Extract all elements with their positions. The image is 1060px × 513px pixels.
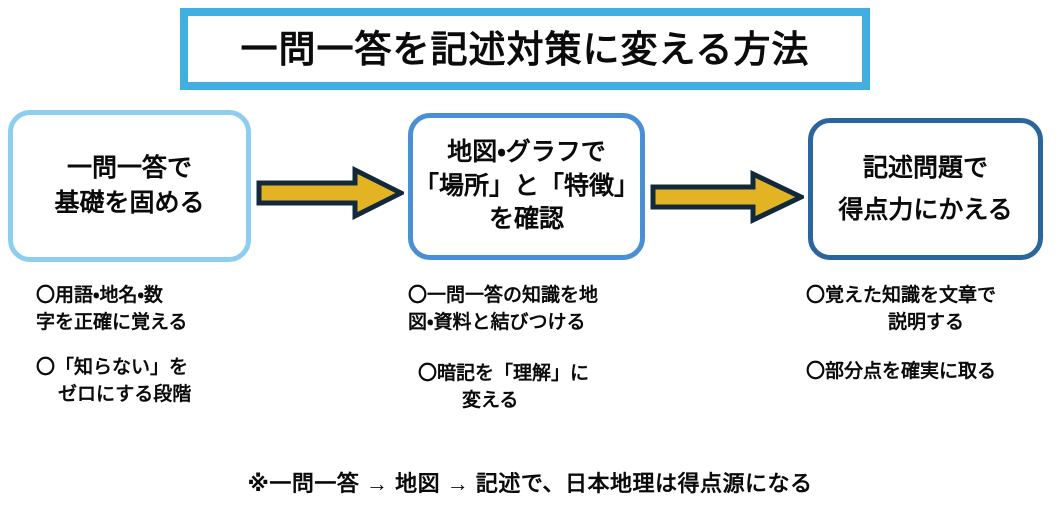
stage-1-line-2: 基礎を固める: [54, 189, 205, 217]
stage-box-1[interactable]: 一問一答で 基礎を固める: [8, 110, 251, 262]
bullet-group-2-2: 〇暗記を「理解」に 変える: [408, 361, 708, 415]
bullet-group-1-1: 〇用語・地名・数 字を正確に覚える: [36, 283, 336, 337]
right-arrow-icon-1: [256, 165, 407, 221]
stage-2-line-1: 地図・グラフで: [447, 138, 606, 167]
bullet-column-3: 〇覚えた知識を文章で 説明する 〇部分点を確実に取る: [806, 283, 1056, 400]
bullet-1-2-line-2: ゼロにする段階: [58, 383, 192, 405]
stage-box-2[interactable]: 地図・グラフで 「場所」と「特徴」 を確認: [408, 113, 645, 260]
right-arrow-icon-2: [650, 170, 807, 224]
bullet-column-2: 〇一問一答の知識を地 図・資料と結びつける 〇暗記を「理解」に 変える: [408, 283, 708, 429]
title-box: 一問一答を記述対策に変える方法: [180, 8, 870, 90]
bullet-1-1-line-2: 字を正確に覚える: [36, 311, 188, 333]
bullet-1-1-line-1: 〇用語・地名・数: [36, 285, 163, 306]
bullet-group-2-1: 〇一問一答の知識を地 図・資料と結びつける: [408, 283, 708, 337]
bullet-2-2-line-1: 〇暗記を「理解」に: [418, 362, 590, 384]
page-title: 一問一答を記述対策に変える方法: [240, 28, 810, 70]
stage-3-line-1: 記述問題で: [862, 154, 988, 182]
bullet-3-1-line-1: 〇覚えた知識を文章で: [806, 285, 997, 306]
bullet-3-2-line-1: 〇部分点を確実に取る: [806, 360, 997, 382]
bullet-2-2-line-2: 変える: [462, 389, 519, 411]
bullet-column-1: 〇用語・地名・数 字を正確に覚える 〇「知らない」を ゼロにする段階: [36, 283, 336, 423]
bullet-2-1-line-1: 〇一問一答の知識を地: [408, 285, 599, 306]
footer-note: ※一問一答 → 地図 → 記述で、日本地理は得点源になる: [247, 471, 813, 496]
stage-2-line-3: を確認: [488, 205, 564, 234]
bullet-2-1-line-2: 図・資料と結びつける: [408, 311, 586, 333]
bullet-1-2-line-1: 〇「知らない」を: [36, 356, 189, 378]
stage-3-line-2: 得点力にかえる: [838, 196, 1013, 224]
bullet-group-1-2: 〇「知らない」を ゼロにする段階: [36, 355, 336, 409]
bullet-group-3-2: 〇部分点を確実に取る: [806, 359, 1056, 386]
stage-2-line-2: 「場所」と「特徴」: [413, 171, 639, 200]
bullet-3-1-line-2: 説明する: [887, 311, 964, 333]
stage-1-line-1: 一問一答で: [66, 153, 192, 182]
stage-box-3[interactable]: 記述問題で 得点力にかえる: [808, 118, 1043, 260]
bullet-group-3-1: 〇覚えた知識を文章で 説明する: [806, 283, 1056, 337]
